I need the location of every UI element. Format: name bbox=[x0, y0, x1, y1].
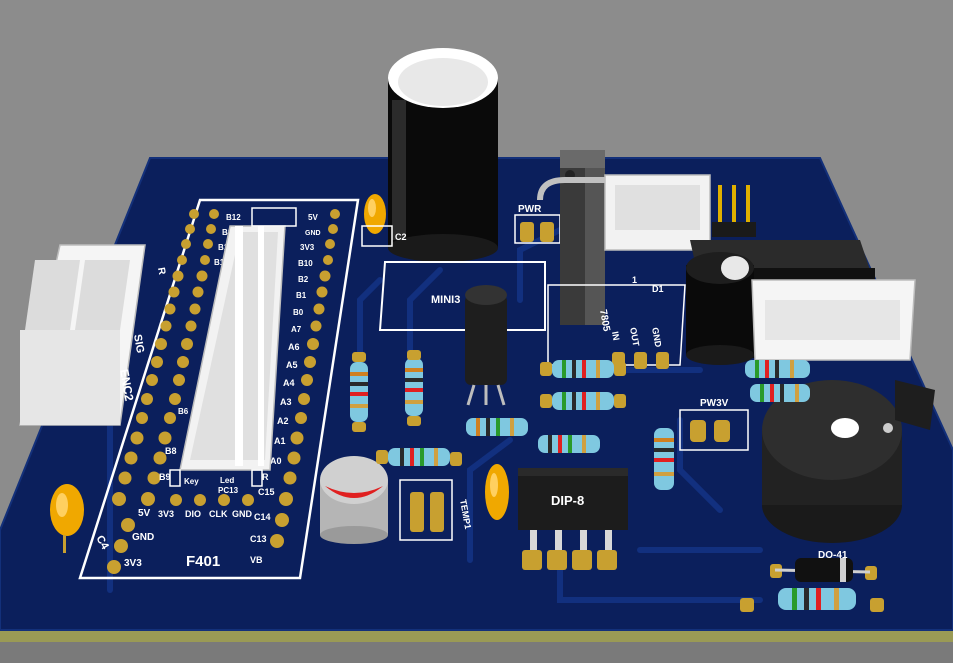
resistor bbox=[552, 392, 614, 410]
pin-label: 5V bbox=[138, 508, 151, 519]
f401-header-right-pads bbox=[270, 209, 340, 548]
reg-in-label: IN bbox=[610, 331, 621, 342]
reg-out-label: OUT bbox=[628, 327, 641, 348]
tantalum-capacitor-mid bbox=[485, 464, 509, 520]
resistor bbox=[745, 360, 810, 378]
pin-label: A6 bbox=[288, 342, 300, 352]
board-edge bbox=[0, 628, 953, 642]
resistor bbox=[654, 428, 674, 490]
pin-label: 3V3 bbox=[124, 558, 142, 569]
resistor bbox=[466, 418, 528, 436]
c4-capacitor bbox=[50, 484, 84, 553]
pin-label: A0 bbox=[270, 456, 282, 466]
pin-label: A4 bbox=[283, 378, 295, 388]
top-white-connector bbox=[537, 174, 711, 251]
reg-pin1-label: 1 bbox=[632, 275, 637, 285]
resistor bbox=[350, 362, 368, 422]
dip8-label: DIP-8 bbox=[551, 493, 584, 508]
pin-label: DIO bbox=[185, 509, 201, 519]
pin-label: GND bbox=[232, 509, 253, 519]
large-electrolytic-capacitor bbox=[388, 48, 498, 262]
pin-label: C15 bbox=[258, 487, 275, 497]
key-label: Key bbox=[184, 477, 199, 486]
reg-label: 7805 bbox=[597, 309, 612, 333]
pin-label: A7 bbox=[291, 325, 302, 334]
f401-bottom-labels: 3V3 DIO CLK GND 5V GND 3V3 Key Led PC13 bbox=[124, 476, 253, 569]
reg-gnd-label: GND bbox=[650, 327, 663, 349]
mini3-outline bbox=[378, 261, 546, 331]
pin-label: B9 bbox=[159, 472, 171, 482]
pin-label: GND bbox=[132, 532, 154, 543]
pin-label: B0 bbox=[293, 308, 304, 317]
pin-label: A5 bbox=[286, 360, 298, 370]
pin-label: B8 bbox=[165, 446, 177, 456]
resistor bbox=[750, 384, 810, 402]
pin-label: GND bbox=[305, 230, 321, 237]
c2-label: C2 bbox=[395, 232, 407, 242]
resistors bbox=[350, 358, 856, 610]
pin-label: CLK bbox=[209, 509, 228, 519]
pin-label: 3V3 bbox=[300, 243, 315, 252]
d1-label: D1 bbox=[652, 284, 664, 294]
resistor bbox=[552, 360, 614, 378]
dip8-ic bbox=[518, 468, 628, 570]
temp1-sensor bbox=[399, 479, 453, 541]
sig-label: SIG bbox=[131, 333, 146, 354]
pwr-label: PWR bbox=[518, 204, 542, 215]
f401-outline bbox=[78, 198, 360, 580]
pin-label: 3V3 bbox=[158, 509, 174, 519]
pin-label: C14 bbox=[254, 512, 271, 522]
pin-label: B15 bbox=[214, 258, 229, 267]
resistor-pads bbox=[352, 350, 884, 612]
pin-label: A3 bbox=[280, 397, 292, 407]
mini3-label: MINI3 bbox=[431, 294, 460, 306]
pin-label: R bbox=[262, 472, 269, 482]
pin-label: B2 bbox=[298, 275, 309, 284]
led-label: Led bbox=[220, 476, 234, 485]
board-outline bbox=[0, 157, 953, 631]
f401-white-header bbox=[179, 225, 286, 471]
small-electrolytic-capacitor bbox=[686, 252, 754, 365]
resistor bbox=[388, 448, 450, 466]
enc2-label: ENC2 bbox=[117, 368, 136, 402]
do41-label: DO-41 bbox=[818, 550, 848, 561]
pc13-label: PC13 bbox=[218, 486, 239, 495]
pin-header bbox=[712, 185, 756, 237]
regulator-7805 bbox=[560, 150, 605, 325]
resistor bbox=[405, 358, 423, 416]
pw3v-label: PW3V bbox=[700, 398, 729, 409]
pin-label: B10 bbox=[298, 259, 313, 268]
smd-electrolytic-capacitor bbox=[320, 456, 388, 544]
transistor bbox=[465, 285, 507, 406]
pin-label: C13 bbox=[250, 534, 267, 544]
right-white-connector bbox=[751, 279, 916, 361]
pin-label: VB bbox=[250, 555, 263, 565]
pin-label: 5V bbox=[308, 213, 318, 222]
r-label: R bbox=[155, 267, 167, 277]
pin-label: A2 bbox=[277, 416, 289, 426]
tantalum-capacitor-top bbox=[364, 194, 386, 234]
buzzer bbox=[762, 380, 935, 543]
f401-right-labels: 5V GND 3V3 B10 B2 B1 B0 A7 A6 A5 A4 A3 A… bbox=[250, 213, 321, 565]
board-shadow bbox=[0, 642, 953, 663]
resistor bbox=[538, 435, 600, 453]
pin-label: B12 bbox=[226, 213, 241, 222]
pwr-connector bbox=[514, 214, 561, 244]
pin-label: A1 bbox=[274, 436, 286, 446]
regulator-outline bbox=[547, 284, 686, 366]
pin-label: B1 bbox=[296, 291, 307, 300]
f401-label: F401 bbox=[186, 553, 220, 570]
resistor bbox=[778, 588, 856, 610]
pin-label: B6 bbox=[178, 407, 189, 416]
f401-header-left-pads bbox=[112, 209, 219, 506]
enc2-connector bbox=[19, 244, 146, 426]
do41-diode bbox=[774, 558, 871, 582]
f401-bottom-pads bbox=[107, 494, 254, 574]
silk-footprints bbox=[169, 207, 393, 487]
pw3v-jumper bbox=[679, 409, 749, 451]
